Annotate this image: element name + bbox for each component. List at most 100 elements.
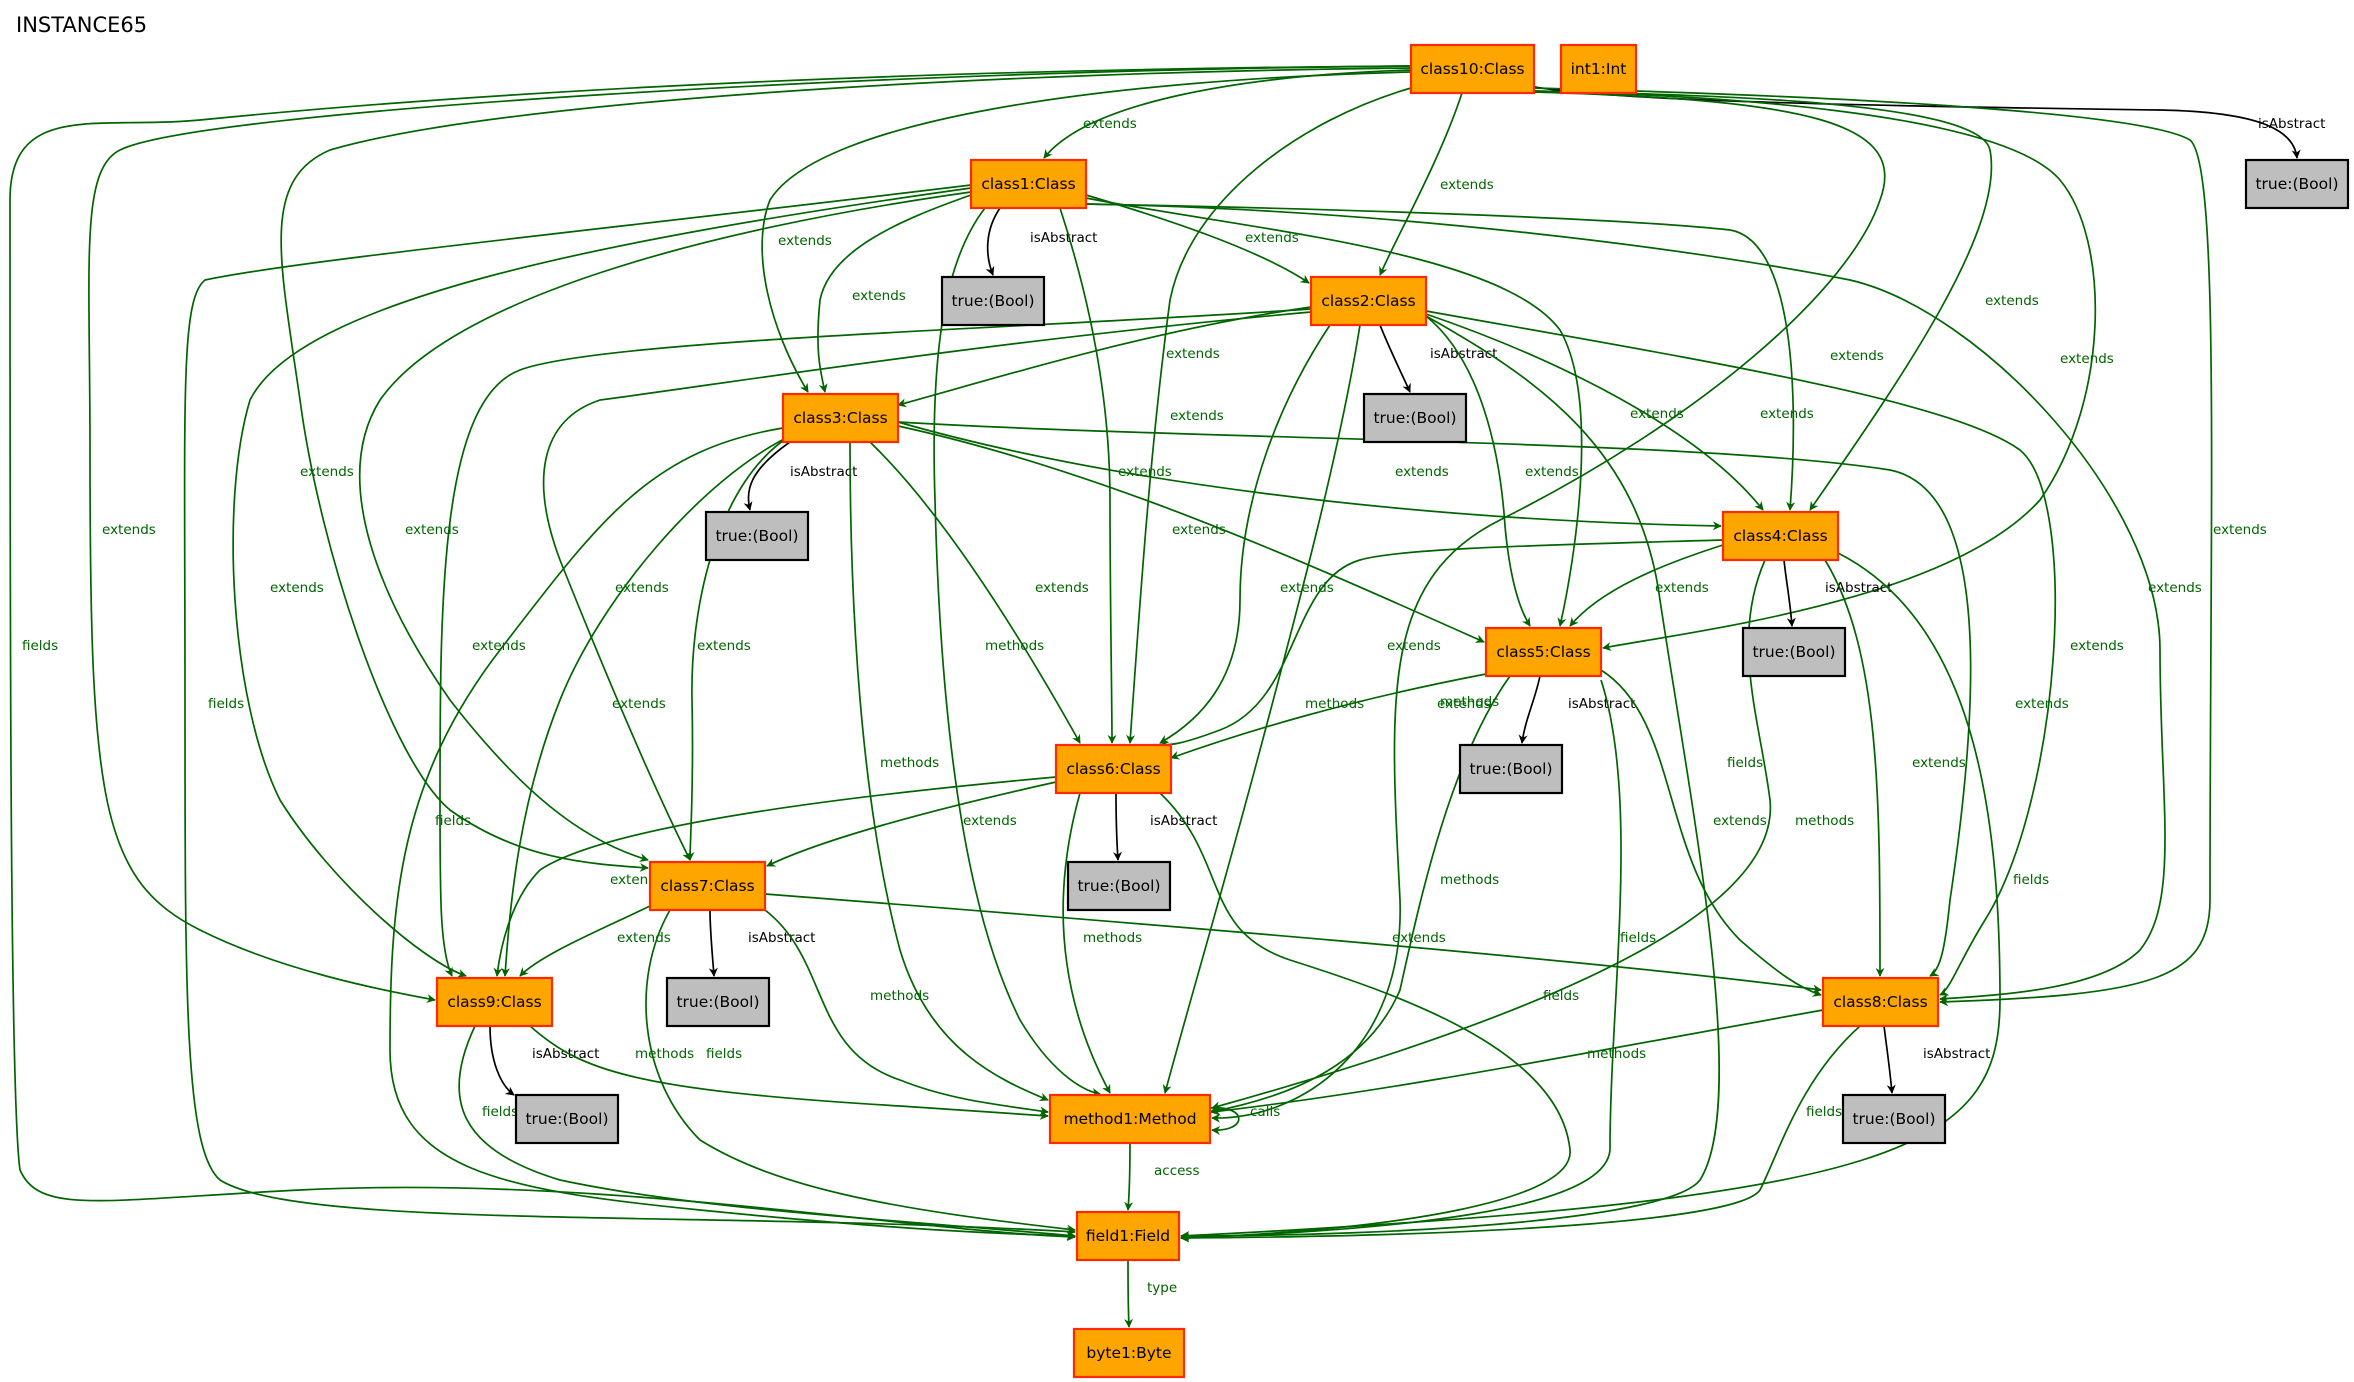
node-true10[interactable]: true:(Bool) (2244, 158, 2350, 210)
node-true3[interactable]: true:(Bool) (704, 510, 810, 562)
edge-line (1180, 315, 1721, 1241)
edge-class3-class5: extends (897, 425, 1485, 643)
node-box (2244, 158, 2350, 210)
node-byte1[interactable]: byte1:Byte (1072, 1327, 1186, 1379)
edge-label: extends (1035, 580, 1089, 596)
edge-line (1124, 1259, 1134, 1328)
node-true4[interactable]: true:(Bool) (1741, 626, 1847, 678)
edge-label: methods (1795, 813, 1854, 829)
node-class9[interactable]: class9:Class (435, 976, 554, 1028)
edge-label: calls (1250, 1104, 1280, 1120)
node-label: class1:Class (981, 175, 1075, 193)
edge-line (1159, 792, 1571, 1243)
edge-label: isAbstract (1568, 696, 1635, 712)
edge-label: methods (1440, 872, 1499, 888)
edge-line (1209, 1107, 1240, 1135)
node-label: field1:Field (1086, 1227, 1170, 1245)
edge-class10-class1: extends (1043, 69, 1412, 159)
node-class3[interactable]: class3:Class (781, 392, 900, 444)
node-label: true:(Bool) (1077, 877, 1160, 895)
node-field1[interactable]: field1:Field (1075, 1210, 1181, 1262)
node-true5[interactable]: true:(Bool) (1458, 743, 1564, 795)
node-class10[interactable]: class10:Class (1409, 43, 1536, 95)
edge-class3-class6: extends (869, 441, 1089, 744)
node-true6[interactable]: true:(Bool) (1066, 860, 1172, 912)
node-box (514, 1093, 620, 1145)
edge-line (501, 435, 791, 977)
node-box (1048, 1093, 1212, 1145)
node-class4[interactable]: class4:Class (1721, 510, 1840, 562)
edge-class4-class5: extends (1569, 544, 1724, 627)
edge-label: extends (1083, 116, 1137, 132)
edge-label: isAbstract (1430, 346, 1497, 362)
node-class1[interactable]: class1:Class (969, 158, 1088, 210)
edge-line (9, 65, 1412, 1242)
edge-label: extends (2148, 580, 2202, 596)
diagram-title: INSTANCE65 (16, 13, 147, 37)
edge-line (1379, 324, 1411, 393)
node-true9[interactable]: true:(Bool) (514, 1093, 620, 1145)
node-label: class5:Class (1496, 643, 1590, 661)
edge-class3-method1: methods (849, 441, 1049, 1102)
edge-line (817, 194, 972, 393)
edge-label: extends (697, 638, 751, 654)
edge-label: extends (102, 522, 156, 538)
node-class8[interactable]: class8:Class (1821, 976, 1940, 1028)
edge-label: access (1154, 1163, 1200, 1179)
edge-class3-class8: extends (897, 421, 2069, 977)
edge-line (1379, 92, 1463, 276)
node-label: true:(Bool) (676, 993, 759, 1011)
edge-line (1112, 792, 1122, 861)
edge-class1-class7: extends (358, 191, 972, 863)
edge-label: extends (1713, 813, 1767, 829)
node-box (1841, 1093, 1947, 1145)
node-box (1309, 275, 1428, 327)
node-label: int1:Int (1571, 60, 1627, 78)
node-box (1075, 1210, 1181, 1262)
edge-label: extends (1760, 406, 1814, 422)
edge-line (183, 184, 1076, 1237)
edge-line (232, 187, 972, 978)
edge-line (1425, 310, 2057, 996)
node-true8[interactable]: true:(Bool) (1841, 1093, 1947, 1145)
edge-label: extends (1392, 930, 1446, 946)
edge-class1-true1: isAbstract (985, 207, 1097, 276)
edge-class10-field1: fields (9, 65, 1412, 1242)
edge-line (708, 909, 718, 977)
node-class2[interactable]: class2:Class (1309, 275, 1428, 327)
edge-line (1211, 1009, 1824, 1116)
edge-line (1124, 1142, 1134, 1211)
node-method1[interactable]: method1:Method (1048, 1093, 1212, 1145)
edge-class7-class8: extends (764, 893, 1822, 994)
edge-label: extends (2070, 638, 2124, 654)
edge-line (1180, 679, 1622, 1243)
edge-class5-class8: extends (1600, 669, 1822, 997)
edge-label: methods (1440, 694, 1499, 710)
node-label: true:(Bool) (1752, 643, 1835, 661)
node-true2[interactable]: true:(Bool) (1362, 392, 1468, 444)
edge-line (1425, 313, 1764, 511)
node-label: class7:Class (660, 877, 754, 895)
node-box (1458, 743, 1564, 795)
edge-label: extends (1985, 293, 2039, 309)
edge-class6-method1: methods (1062, 792, 1142, 1094)
edge-class6-class7: extends (766, 781, 1057, 867)
edge-label: methods (870, 988, 929, 1004)
node-box (1409, 43, 1536, 95)
edge-label: extends (1440, 177, 1494, 193)
node-int1[interactable]: int1:Int (1559, 43, 1638, 95)
edge-label: extends (300, 464, 354, 480)
edge-line (897, 425, 1485, 643)
node-label: true:(Bool) (951, 292, 1034, 310)
node-class5[interactable]: class5:Class (1484, 626, 1603, 678)
node-label: true:(Bool) (715, 527, 798, 545)
edge-label: methods (985, 638, 1044, 654)
edge-class1-class6: extends (1059, 207, 1172, 744)
node-class6[interactable]: class6:Class (1054, 743, 1173, 795)
edge-label: extends (612, 696, 666, 712)
node-true7[interactable]: true:(Bool) (665, 976, 771, 1028)
node-label: true:(Bool) (2255, 175, 2338, 193)
node-class7[interactable]: class7:Class (648, 860, 767, 912)
edge-line (1518, 675, 1541, 744)
node-true1[interactable]: true:(Bool) (940, 275, 1046, 327)
